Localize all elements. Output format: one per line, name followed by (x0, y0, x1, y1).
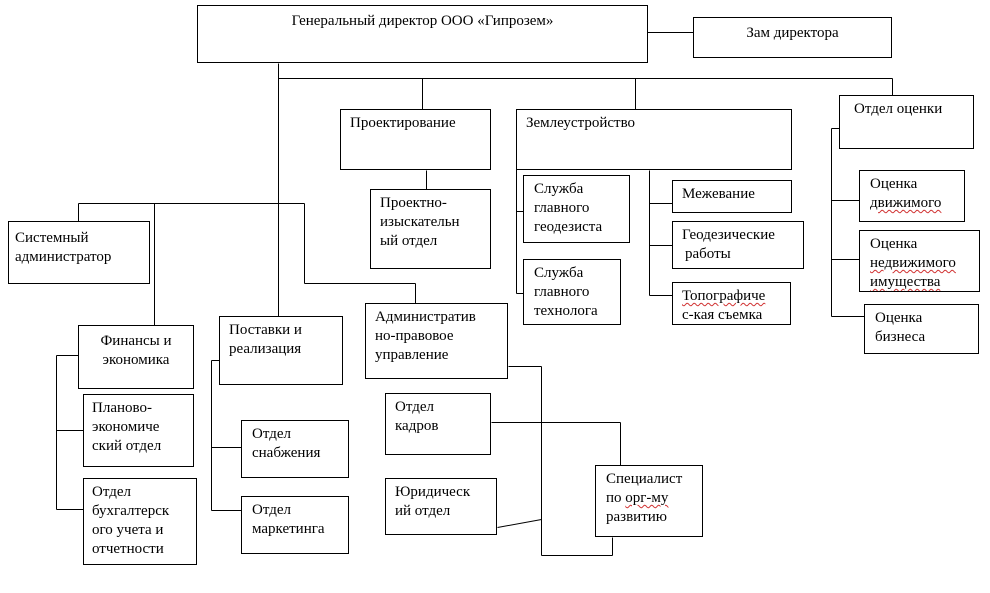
movable-line-1: Оценка (870, 176, 918, 192)
immovable-text-2: недвижимого (870, 255, 956, 271)
org-dev-specialist-box: Специалист по орг-му развитию (595, 465, 703, 537)
movable-valuation-box: Оценка движимого (859, 170, 965, 222)
marketing-box: Отдел маркетинга (241, 496, 349, 554)
topo-survey-text-1: Топографиче (682, 288, 766, 304)
immovable-text-3: имущества (870, 274, 941, 290)
topo-survey-line-1: Топографиче (682, 287, 784, 306)
survey-dept-box: Проектно- изыскательн ый отдел (370, 189, 491, 269)
chief-geodesist-box: Служба главного геодезиста (523, 175, 630, 243)
topo-survey-box: Топографиче с-кая съемка (672, 282, 791, 325)
connector-line (497, 519, 542, 528)
planning-econ-box: Планово- экономиче ский отдел (83, 394, 194, 467)
immovable-line-3: имущества (870, 273, 973, 291)
finance-box: Финансы и экономика (78, 325, 194, 389)
org-dev-line-2: по орг-му (606, 490, 669, 506)
hr-box: Отдел кадров (385, 393, 491, 455)
geodetic-works-line-1: Геодезические (682, 227, 775, 243)
org-dev-text-2: орг-му (625, 490, 669, 506)
geodetic-works-line-2: работы (685, 246, 731, 262)
movable-line-2: движимого (870, 194, 958, 213)
immovable-line-1: Оценка (870, 236, 918, 252)
accounting-box: Отдел бухгалтерск ого учета и отчетности (83, 478, 197, 565)
admin-legal-box: Административ но-правовое управление (365, 303, 508, 379)
general-director-box: Генеральный директор ООО «Гипрозем» (197, 5, 648, 63)
org-dev-line-1: Специалист (606, 471, 683, 487)
org-dev-line-3: развитию (606, 509, 667, 525)
design-box: Проектирование (340, 109, 491, 170)
geodetic-works-box: Геодезические работы (672, 221, 804, 269)
procurement-box: Отдел снабжения (241, 420, 349, 478)
deputy-director-box: Зам директора (693, 17, 892, 58)
boundary-survey-box: Межевание (672, 180, 792, 213)
immovable-line-2: недвижимого (870, 254, 973, 273)
immovable-valuation-box: Оценка недвижимого имущества (859, 230, 980, 292)
valuation-dept-box: Отдел оценки (839, 95, 974, 149)
legal-box: Юридическ ий отдел (385, 478, 497, 535)
movable-text-2: движимого (870, 195, 942, 211)
sysadmin-box: Системный администратор (8, 221, 150, 284)
topo-survey-line-2: с-кая съемка (682, 307, 763, 323)
connector-group (56, 32, 893, 556)
land-management-box: Землеустройство (516, 109, 792, 170)
business-valuation-box: Оценка бизнеса (864, 304, 979, 354)
supply-sales-box: Поставки и реализация (219, 316, 343, 385)
chief-technologist-box: Служба главного технолога (523, 259, 621, 325)
